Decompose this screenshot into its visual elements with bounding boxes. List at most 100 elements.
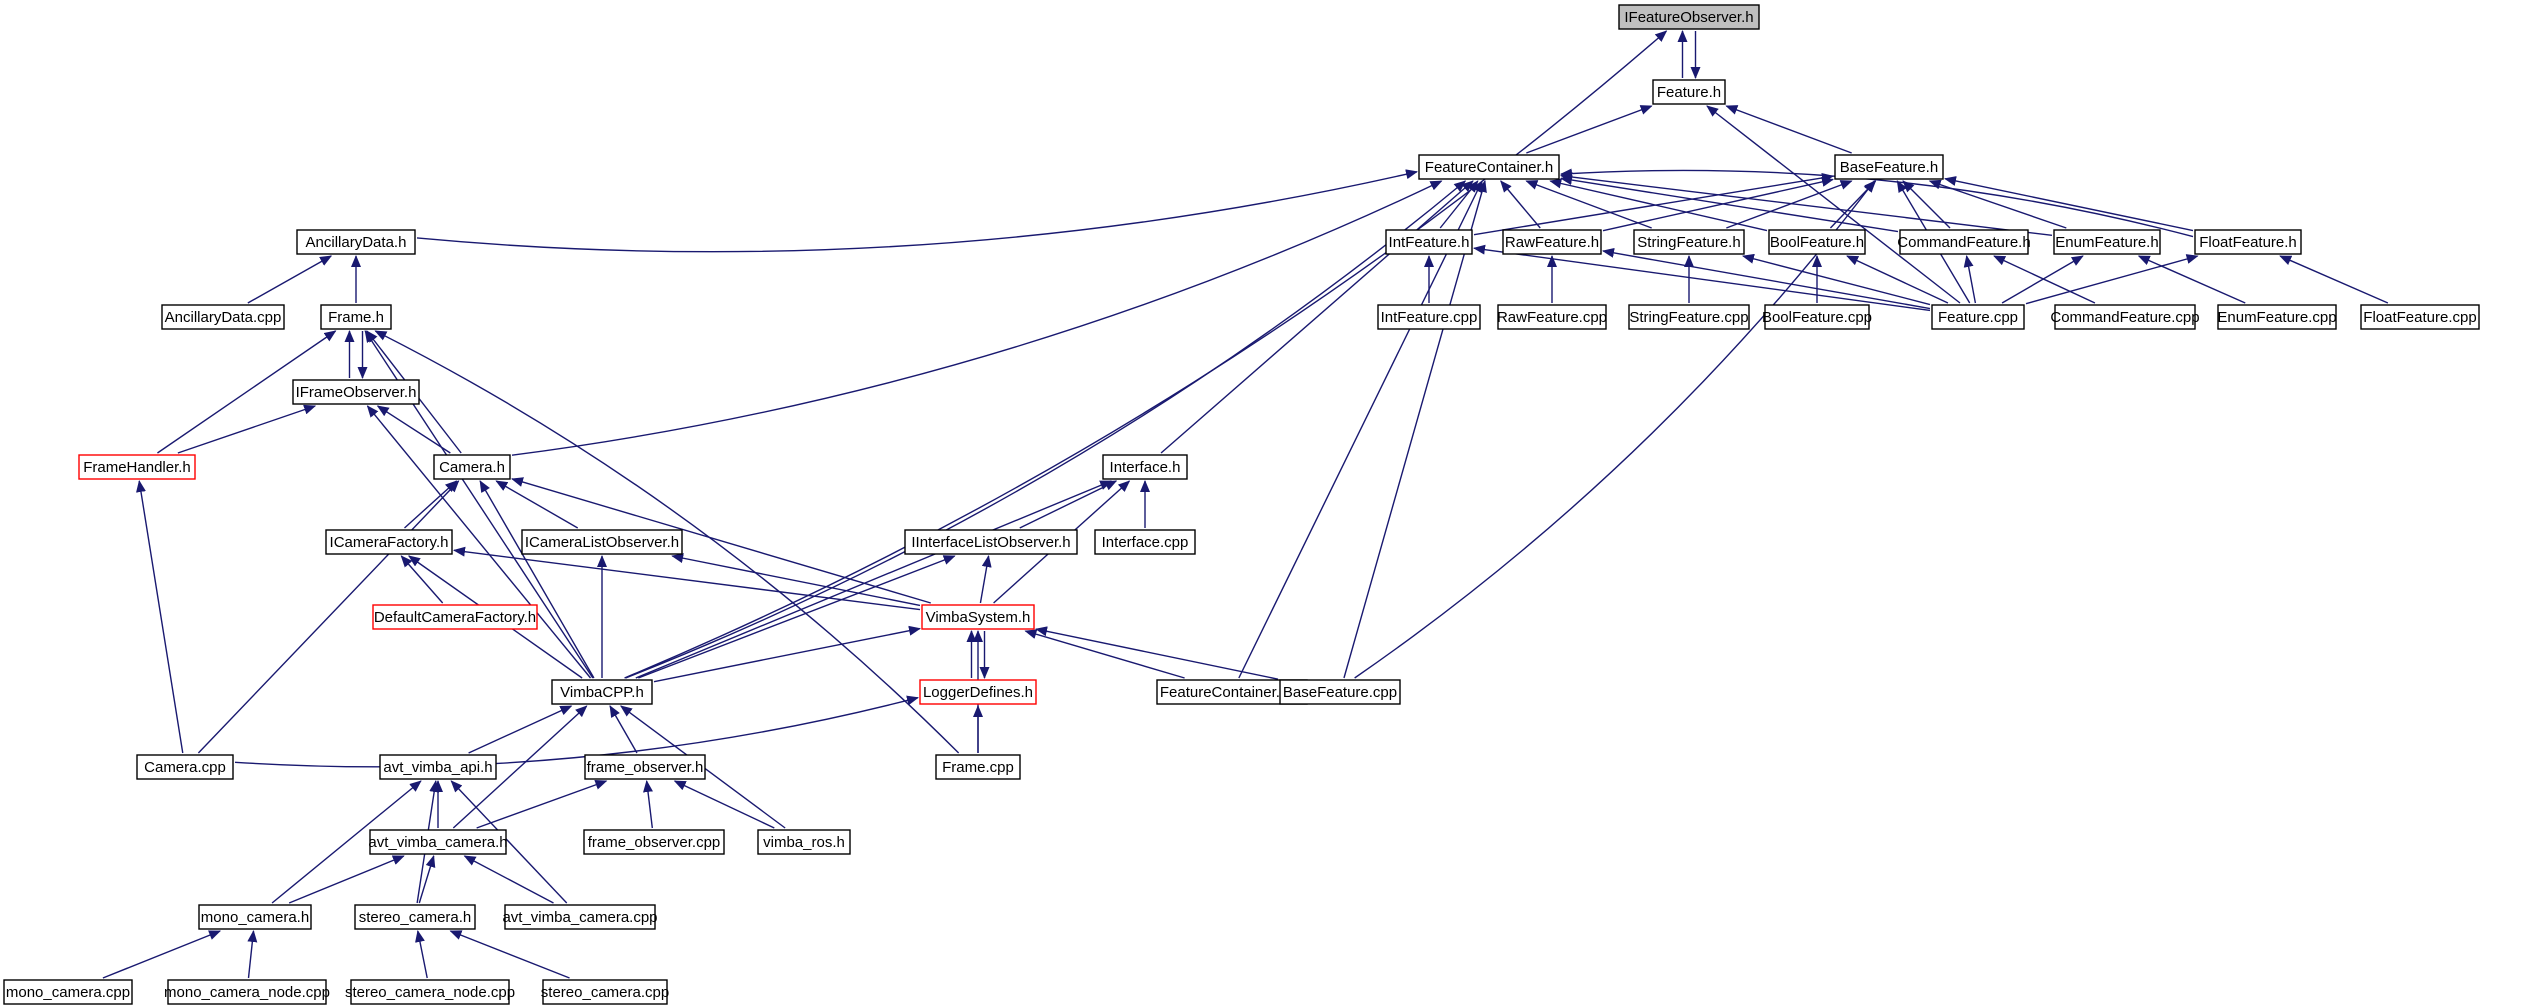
node-box[interactable] bbox=[1502, 229, 1602, 255]
node-mono-camera-cpp[interactable]: mono_camera.cpp bbox=[3, 979, 133, 1005]
node-stringfeature-cpp[interactable]: StringFeature.cpp bbox=[1628, 304, 1750, 330]
node-box[interactable] bbox=[2360, 304, 2480, 330]
node-box[interactable] bbox=[521, 529, 683, 555]
node-box[interactable] bbox=[1768, 229, 1866, 255]
node-box[interactable] bbox=[167, 979, 327, 1005]
node-box[interactable] bbox=[78, 454, 196, 480]
node-box[interactable] bbox=[161, 304, 285, 330]
node-box[interactable] bbox=[292, 379, 420, 405]
node-box[interactable] bbox=[504, 904, 656, 930]
node-framehandler-h[interactable]: FrameHandler.h bbox=[78, 454, 196, 480]
node-vimbasystem-h[interactable]: VimbaSystem.h bbox=[921, 604, 1035, 630]
node-box[interactable] bbox=[354, 904, 476, 930]
node-box[interactable] bbox=[584, 754, 706, 780]
node-box[interactable] bbox=[1102, 454, 1188, 480]
node-stereo-camera-h[interactable]: stereo_camera.h bbox=[354, 904, 476, 930]
node-featurecontainer-h[interactable]: FeatureContainer.h bbox=[1418, 154, 1560, 180]
node-box[interactable] bbox=[198, 904, 312, 930]
node-box[interactable] bbox=[904, 529, 1078, 555]
node-mono-camera-h[interactable]: mono_camera.h bbox=[198, 904, 312, 930]
node-vimbacpp-h[interactable]: VimbaCPP.h bbox=[551, 679, 653, 705]
node-box[interactable] bbox=[551, 679, 653, 705]
node-defaultcamerafactory-h[interactable]: DefaultCameraFactory.h bbox=[372, 604, 538, 630]
node-floatfeature-h[interactable]: FloatFeature.h bbox=[2194, 229, 2302, 255]
node-basefeature-h[interactable]: BaseFeature.h bbox=[1834, 154, 1944, 180]
node-box[interactable] bbox=[1834, 154, 1944, 180]
node-interface-cpp[interactable]: Interface.cpp bbox=[1094, 529, 1196, 555]
node-box[interactable] bbox=[350, 979, 510, 1005]
node-box[interactable] bbox=[1899, 229, 2029, 255]
node-commandfeature-h[interactable]: CommandFeature.h bbox=[1897, 229, 2031, 255]
node-box[interactable] bbox=[325, 529, 453, 555]
node-box[interactable] bbox=[1633, 229, 1745, 255]
node-floatfeature-cpp[interactable]: FloatFeature.cpp bbox=[2360, 304, 2480, 330]
node-vimba-ros-h[interactable]: vimba_ros.h bbox=[757, 829, 851, 855]
edge-boolfeature_h-to-feature_cpp bbox=[1846, 255, 1949, 304]
node-box[interactable] bbox=[921, 604, 1035, 630]
edge-stringfeature_h-to-feature_cpp bbox=[1741, 253, 1931, 306]
node-box[interactable] bbox=[379, 754, 497, 780]
node-feature-cpp[interactable]: Feature.cpp bbox=[1931, 304, 2025, 330]
node-frame-observer-cpp[interactable]: frame_observer.cpp bbox=[583, 829, 725, 855]
node-icameralistobserver-h[interactable]: ICameraListObserver.h bbox=[521, 529, 683, 555]
node-box[interactable] bbox=[433, 454, 511, 480]
node-avt-vimba-camera-cpp[interactable]: avt_vimba_camera.cpp bbox=[502, 904, 658, 930]
node-box[interactable] bbox=[1628, 304, 1750, 330]
node-box[interactable] bbox=[935, 754, 1021, 780]
node-box[interactable] bbox=[320, 304, 392, 330]
node-enumfeature-h[interactable]: EnumFeature.h bbox=[2053, 229, 2161, 255]
node-box[interactable] bbox=[1618, 4, 1760, 30]
node-avt-vimba-camera-h[interactable]: avt_vimba_camera.h bbox=[368, 829, 508, 855]
node-frame-h[interactable]: Frame.h bbox=[320, 304, 392, 330]
node-box[interactable] bbox=[136, 754, 234, 780]
node-loggerdefines-h[interactable]: LoggerDefines.h bbox=[919, 679, 1037, 705]
node-feature-h[interactable]: Feature.h bbox=[1652, 79, 1726, 105]
node-box[interactable] bbox=[1418, 154, 1560, 180]
node-intfeature-h[interactable]: IntFeature.h bbox=[1385, 229, 1473, 255]
node-enumfeature-cpp[interactable]: EnumFeature.cpp bbox=[2217, 304, 2337, 330]
node-box[interactable] bbox=[1764, 304, 1870, 330]
node-stereo-camera-cpp[interactable]: stereo_camera.cpp bbox=[541, 979, 669, 1005]
node-camera-h[interactable]: Camera.h bbox=[433, 454, 511, 480]
node-box[interactable] bbox=[1652, 79, 1726, 105]
node-boolfeature-h[interactable]: BoolFeature.h bbox=[1768, 229, 1866, 255]
node-stringfeature-h[interactable]: StringFeature.h bbox=[1633, 229, 1745, 255]
node-box[interactable] bbox=[1094, 529, 1196, 555]
node-iframeobserver-h[interactable]: IFrameObserver.h bbox=[292, 379, 420, 405]
node-box[interactable] bbox=[2194, 229, 2302, 255]
node-rawfeature-cpp[interactable]: RawFeature.cpp bbox=[1497, 304, 1607, 330]
node-box[interactable] bbox=[2053, 229, 2161, 255]
node-basefeature-cpp[interactable]: BaseFeature.cpp bbox=[1279, 679, 1401, 705]
node-icamerafactory-h[interactable]: ICameraFactory.h bbox=[325, 529, 453, 555]
node-boolfeature-cpp[interactable]: BoolFeature.cpp bbox=[1762, 304, 1872, 330]
node-iinterfacelistobserver-h[interactable]: IInterfaceListObserver.h bbox=[904, 529, 1078, 555]
node-box[interactable] bbox=[1279, 679, 1401, 705]
node-frame-observer-h[interactable]: frame_observer.h bbox=[584, 754, 706, 780]
node-box[interactable] bbox=[2054, 304, 2196, 330]
node-box[interactable] bbox=[372, 604, 538, 630]
node-stereo-camera-node-cpp[interactable]: stereo_camera_node.cpp bbox=[345, 979, 515, 1005]
node-box[interactable] bbox=[1385, 229, 1473, 255]
node-box[interactable] bbox=[1497, 304, 1607, 330]
node-box[interactable] bbox=[2217, 304, 2337, 330]
node-box[interactable] bbox=[1377, 304, 1481, 330]
node-box[interactable] bbox=[3, 979, 133, 1005]
node-avt-vimba-api-h[interactable]: avt_vimba_api.h bbox=[379, 754, 497, 780]
node-commandfeature-cpp[interactable]: CommandFeature.cpp bbox=[2050, 304, 2200, 330]
node-intfeature-cpp[interactable]: IntFeature.cpp bbox=[1377, 304, 1481, 330]
node-ancillarydata-h[interactable]: AncillaryData.h bbox=[296, 229, 416, 255]
node-box[interactable] bbox=[296, 229, 416, 255]
node-rawfeature-h[interactable]: RawFeature.h bbox=[1502, 229, 1602, 255]
node-interface-h[interactable]: Interface.h bbox=[1102, 454, 1188, 480]
node-box[interactable] bbox=[369, 829, 507, 855]
node-mono-camera-node-cpp[interactable]: mono_camera_node.cpp bbox=[164, 979, 330, 1005]
node-box[interactable] bbox=[583, 829, 725, 855]
node-box[interactable] bbox=[1931, 304, 2025, 330]
node-box[interactable] bbox=[757, 829, 851, 855]
node-box[interactable] bbox=[919, 679, 1037, 705]
node-ancillarydata-cpp[interactable]: AncillaryData.cpp bbox=[161, 304, 285, 330]
node-camera-cpp[interactable]: Camera.cpp bbox=[136, 754, 234, 780]
node-box[interactable] bbox=[542, 979, 668, 1005]
node-ifeatureobserver-h[interactable]: IFeatureObserver.h bbox=[1618, 4, 1760, 30]
node-frame-cpp[interactable]: Frame.cpp bbox=[935, 754, 1021, 780]
